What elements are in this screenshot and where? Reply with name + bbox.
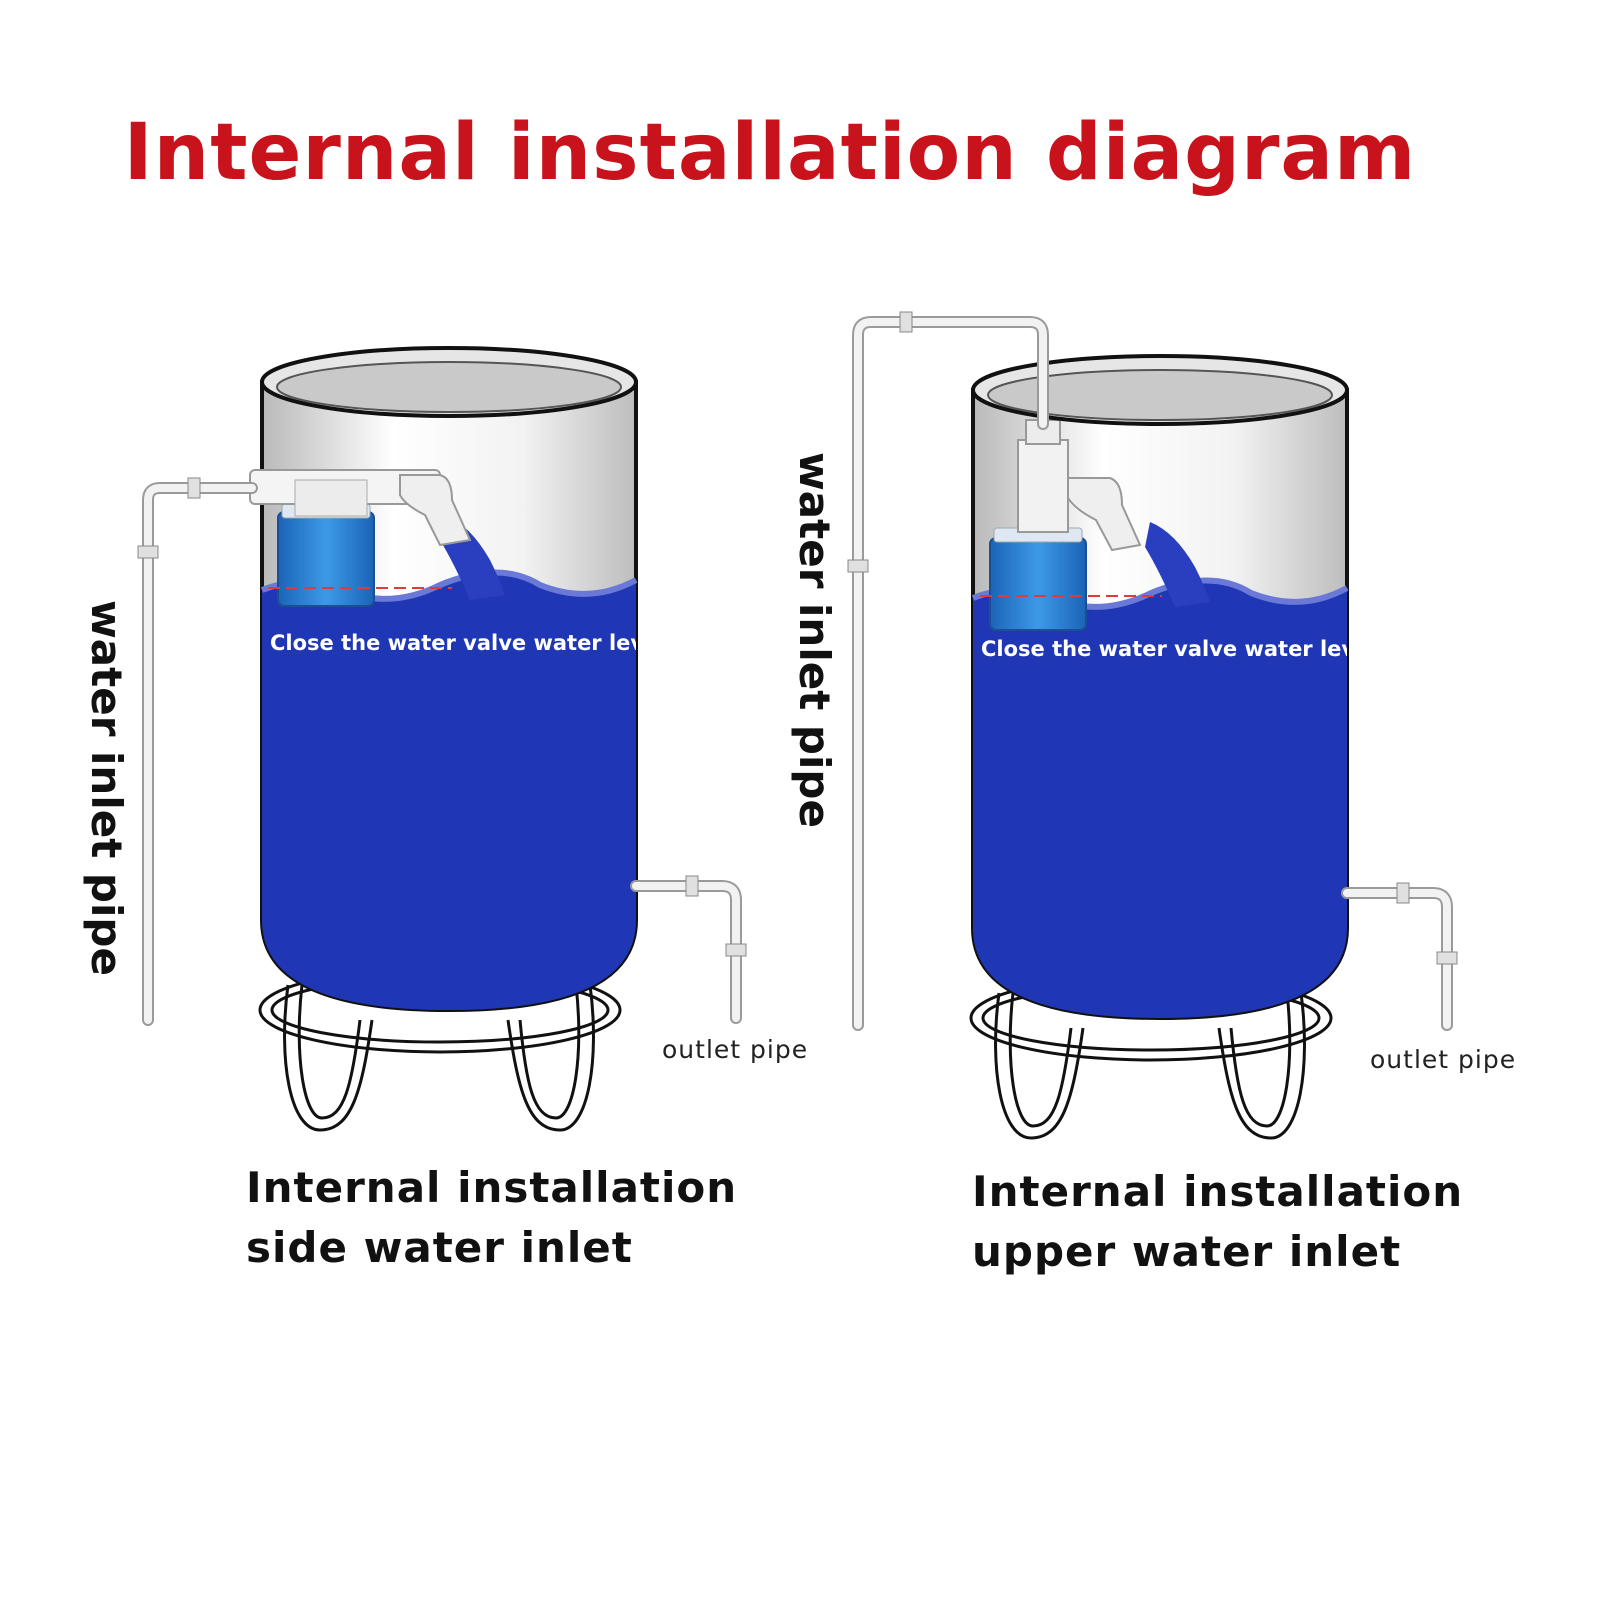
caption-upper-inlet: Internal installation upper water inlet: [972, 1162, 1463, 1282]
tank-side-inlet: Close the water valve water level water …: [82, 346, 808, 1132]
outlet-pipe: [630, 875, 747, 1024]
caption-line: Internal installation: [246, 1163, 738, 1212]
inlet-pipe: [137, 477, 258, 1026]
outlet-pipe: [1341, 882, 1458, 1031]
float-valve: [989, 419, 1142, 631]
tank-upper-inlet: Close the water valve water level water …: [790, 311, 1516, 1140]
page-title: Internal installation diagram: [123, 108, 1417, 198]
caption-line: Internal installation: [972, 1167, 1464, 1216]
water-body: [973, 580, 1347, 1018]
water-body: [262, 572, 636, 1010]
inlet-pipe-label: water inlet pipe: [790, 452, 839, 828]
caption-line: upper water inlet: [972, 1227, 1402, 1276]
caption-side-inlet: Internal installation side water inlet: [246, 1158, 737, 1278]
outlet-pipe-label: outlet pipe: [1370, 1045, 1516, 1074]
inlet-pipe: [847, 311, 1049, 1031]
outlet-pipe-label: outlet pipe: [662, 1035, 808, 1064]
float-valve: [249, 469, 472, 607]
shutoff-level-label: Close the water valve water level: [981, 637, 1377, 661]
shutoff-level-label: Close the water valve water level: [270, 631, 666, 655]
caption-line: side water inlet: [246, 1223, 633, 1272]
water-jet: [1145, 522, 1210, 607]
inlet-pipe-label: water inlet pipe: [82, 600, 131, 976]
